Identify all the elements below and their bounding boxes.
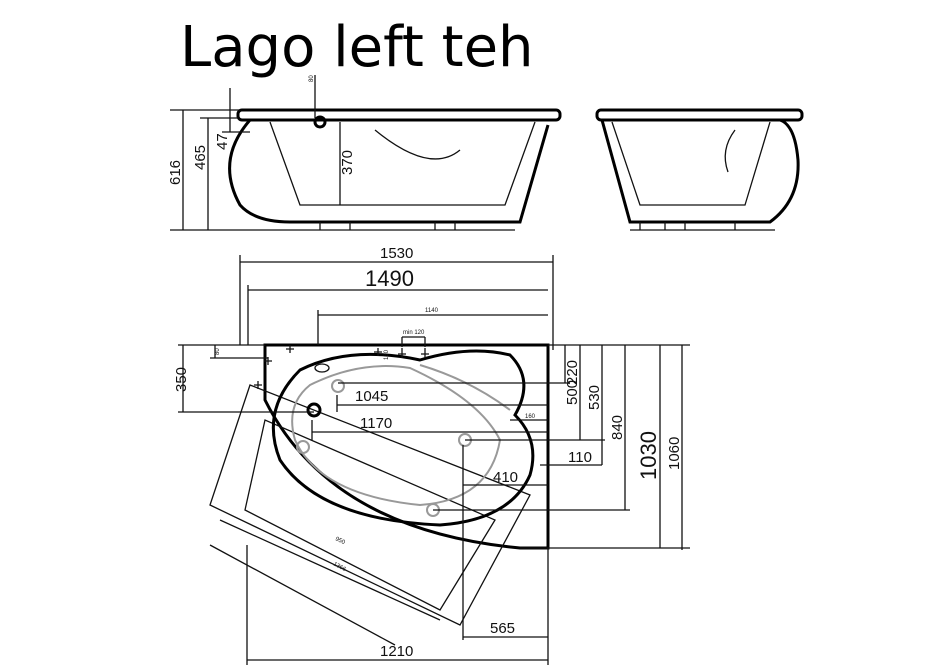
dim-220: 220 bbox=[564, 360, 581, 385]
dim-1366: 1366 bbox=[332, 561, 347, 573]
dim-465: 465 bbox=[192, 145, 209, 170]
plan-view: 1530 1490 1140 min 120 220 500 530 840 1… bbox=[173, 245, 690, 665]
drawing-title: Lago left teh bbox=[180, 15, 534, 80]
dim-1170: 1170 bbox=[360, 415, 392, 432]
dim-616: 616 bbox=[167, 160, 184, 185]
dim-370: 370 bbox=[339, 150, 356, 175]
dim-min120: min 120 bbox=[403, 330, 425, 336]
dim-1530: 1530 bbox=[380, 245, 413, 262]
dim-410: 410 bbox=[493, 469, 518, 486]
dim-500: 500 bbox=[564, 380, 581, 405]
dim-1210: 1210 bbox=[380, 643, 413, 660]
dim-1045: 1045 bbox=[355, 388, 388, 405]
dim-80-left: 80 bbox=[215, 348, 221, 355]
dim-1060: 1060 bbox=[666, 437, 683, 470]
dim-47: 47 bbox=[214, 133, 231, 150]
dim-1140: 1140 bbox=[425, 308, 439, 314]
dim-530: 530 bbox=[586, 385, 603, 410]
dim-950: 950 bbox=[334, 536, 346, 546]
dim-80-top: 80 bbox=[309, 75, 315, 82]
dim-110: 110 bbox=[568, 449, 592, 466]
dim-565: 565 bbox=[490, 620, 515, 637]
dim-130: 130 bbox=[384, 349, 390, 360]
dim-1490: 1490 bbox=[365, 266, 414, 291]
dim-350: 350 bbox=[173, 367, 190, 392]
side-view-front: 616 465 47 370 80 bbox=[167, 75, 562, 231]
dim-1030: 1030 bbox=[636, 431, 661, 480]
dim-840: 840 bbox=[609, 415, 626, 440]
side-view-side bbox=[595, 108, 804, 231]
dim-160: 160 bbox=[525, 414, 536, 420]
